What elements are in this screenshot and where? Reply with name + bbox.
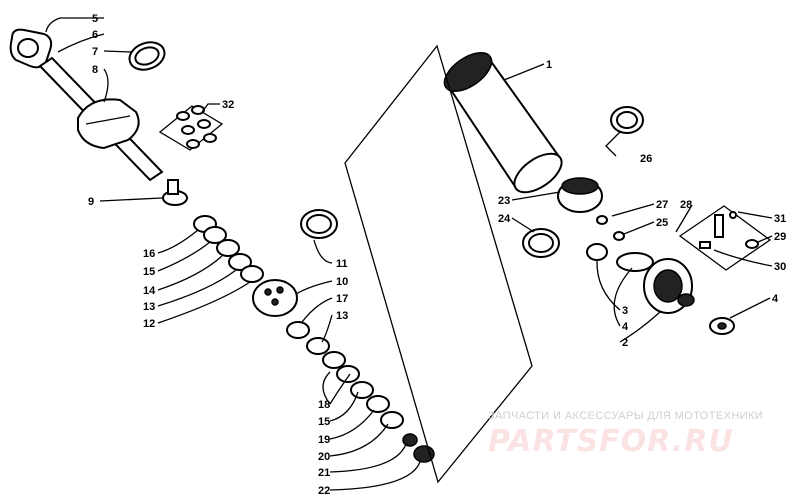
callout-label: 21: [318, 467, 330, 479]
body-cap-part: [557, 177, 603, 213]
shim-stack-part: [193, 215, 264, 283]
callout-label: 8: [92, 64, 98, 76]
piston-part: [252, 279, 298, 317]
lower-seal-ring-part: [522, 228, 560, 258]
callout-label: 30: [774, 261, 786, 273]
callout-label: 24: [498, 213, 511, 225]
callout-label: 27: [656, 199, 668, 211]
callout-label: 28: [680, 199, 692, 211]
seal-ring-part: [128, 41, 166, 71]
bushing-kit-part: [158, 105, 224, 151]
callout-label: 16: [143, 248, 155, 260]
callout-label: 13: [336, 310, 348, 322]
callout-label: 25: [656, 217, 668, 229]
watermark-logo: PARTSFOR.RU: [488, 424, 734, 459]
callout-label: 2: [622, 337, 628, 349]
callout-label: 31: [774, 213, 786, 225]
callout-label: 14: [143, 285, 156, 297]
callout-label: 20: [318, 451, 330, 463]
shaft-cap-part: [77, 98, 140, 150]
callout-label: 3: [622, 305, 628, 317]
callout-label: 4: [772, 293, 779, 305]
callout-labels: 5 6 7 8 1 32 26 9 16 15 14 13 12 11 10 1…: [88, 13, 786, 497]
end-washer-part: [709, 317, 735, 335]
shock-body-part: [443, 51, 563, 194]
callout-label: 4: [622, 321, 629, 333]
callout-label: 13: [143, 301, 155, 313]
lower-shim-stack-part: [286, 321, 404, 429]
callout-label: 29: [774, 231, 786, 243]
nut-part: [402, 433, 435, 463]
callout-label: 1: [546, 59, 552, 71]
callout-label: 23: [498, 195, 510, 207]
callout-label: 26: [640, 153, 652, 165]
callout-label: 32: [222, 99, 234, 111]
callout-label: 7: [92, 46, 98, 58]
callout-label: 10: [336, 276, 348, 288]
watermark-caption: ЗАПЧАСТИ И АКСЕССУАРЫ ДЛЯ МОТОТЕХНИКИ: [488, 410, 764, 422]
callout-label: 9: [88, 196, 94, 208]
piston-ring-part: [300, 209, 338, 239]
callout-label: 12: [143, 318, 155, 330]
reservoir-housing-part: [586, 243, 695, 314]
callout-label: 17: [336, 293, 348, 305]
leader-lines: [45, 17, 773, 491]
upper-seal-ring-part: [610, 106, 644, 134]
assembly-outline: [344, 44, 533, 484]
callout-label: 15: [318, 416, 330, 428]
callout-label: 5: [92, 13, 98, 25]
callout-label: 6: [92, 29, 98, 41]
callout-label: 15: [143, 266, 155, 278]
callout-label: 22: [318, 485, 330, 497]
callout-label: 11: [336, 258, 348, 270]
callout-label: 18: [318, 399, 330, 411]
callout-label: 19: [318, 434, 330, 446]
valve-kit-part: [678, 205, 772, 271]
shock-eye-part: [9, 28, 53, 69]
small-oring-parts: [596, 215, 625, 241]
valve-plate-part: [162, 179, 188, 206]
